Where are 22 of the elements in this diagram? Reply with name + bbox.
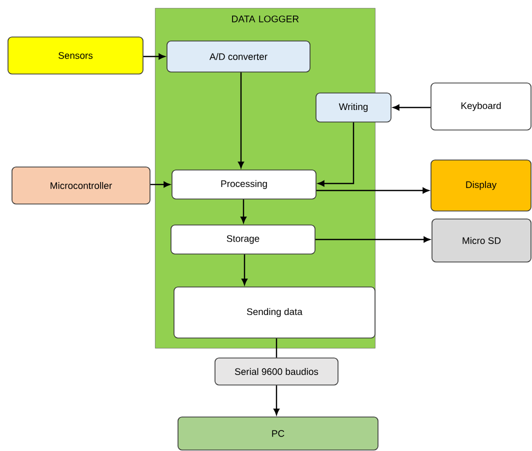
output-box: Micro SD — [432, 218, 532, 262]
arrow — [238, 72, 244, 168]
arrow — [143, 54, 166, 60]
output-box: Display — [430, 160, 532, 212]
arrow — [150, 182, 170, 188]
arrow — [316, 188, 430, 194]
process-box: Processing — [172, 170, 316, 200]
arrow — [240, 199, 246, 224]
arrow — [315, 236, 430, 242]
input-box: Keyboard — [430, 82, 532, 130]
arrow — [274, 385, 280, 416]
process-box: Writing — [316, 92, 392, 122]
input-box: Sensors — [8, 36, 144, 74]
input-box: Microcontroller — [12, 166, 150, 204]
arrow — [318, 122, 354, 186]
arrow — [242, 254, 248, 286]
process-box: A/D converter — [166, 40, 310, 72]
interface-box: Serial 9600 baudios — [214, 358, 338, 386]
computer-box: PC — [178, 416, 378, 450]
arrow — [392, 104, 431, 110]
process-box: Sending data — [174, 286, 376, 338]
process-box: Storage — [170, 224, 316, 254]
